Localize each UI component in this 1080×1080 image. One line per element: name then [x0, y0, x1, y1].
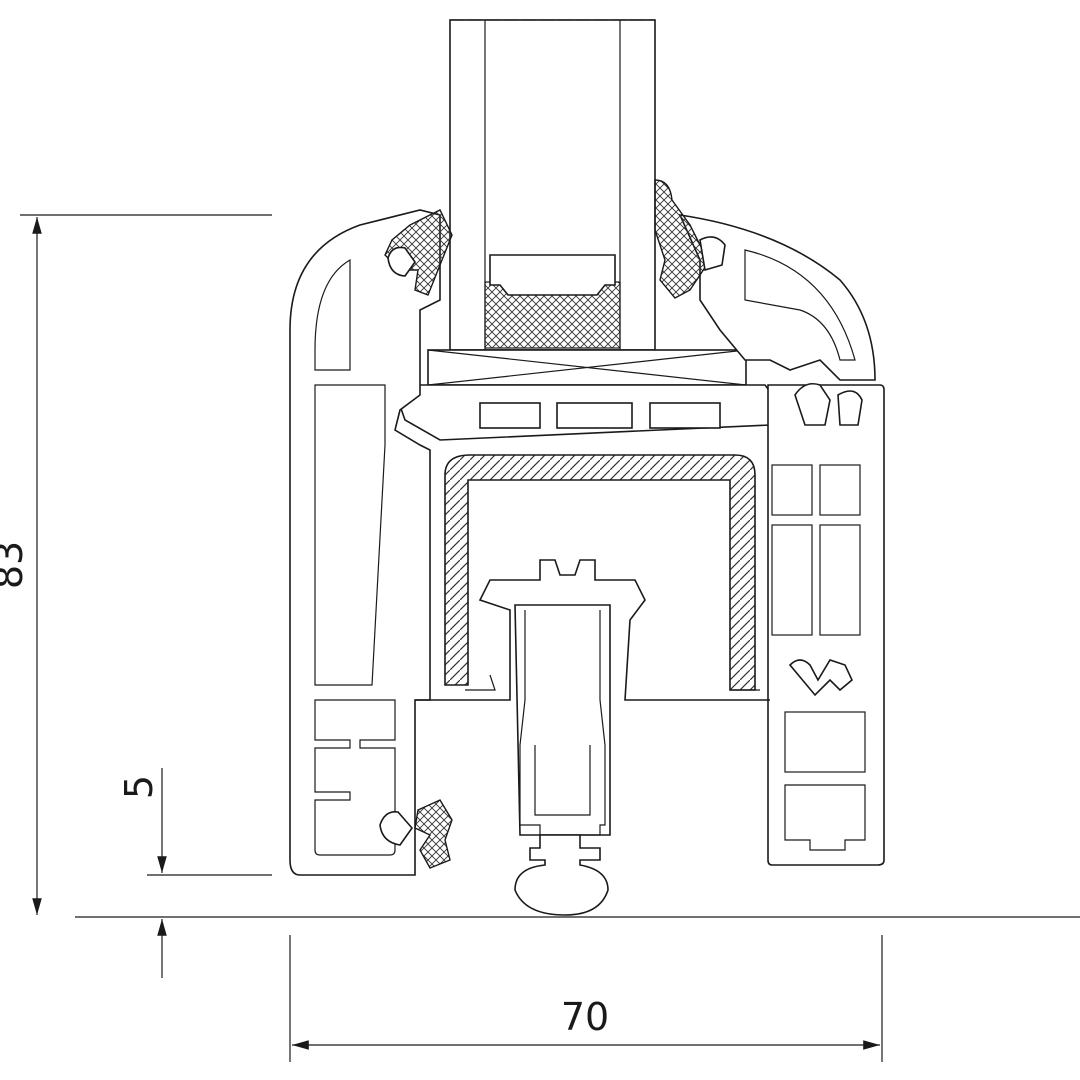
frame-profile	[767, 382, 885, 866]
width-label: 70	[561, 995, 609, 1039]
offset-dimension: 5	[117, 768, 167, 978]
glazing-block	[397, 349, 781, 441]
frame-gasket	[414, 799, 453, 869]
sash-profile	[289, 209, 876, 876]
spacer-bar	[489, 254, 616, 296]
bottom-seal	[514, 834, 609, 916]
height-label: 83	[0, 541, 31, 589]
hardware-groove	[415, 559, 770, 836]
outer-glazing-gasket	[384, 209, 453, 296]
inner-glazing-gasket	[654, 179, 711, 299]
height-dimension: 83	[0, 214, 272, 915]
offset-label: 5	[117, 775, 161, 799]
glazing-unit	[449, 19, 656, 351]
width-dimension: 70	[289, 935, 883, 1062]
gaskets	[379, 179, 726, 869]
steel-reinforcement	[444, 454, 760, 691]
